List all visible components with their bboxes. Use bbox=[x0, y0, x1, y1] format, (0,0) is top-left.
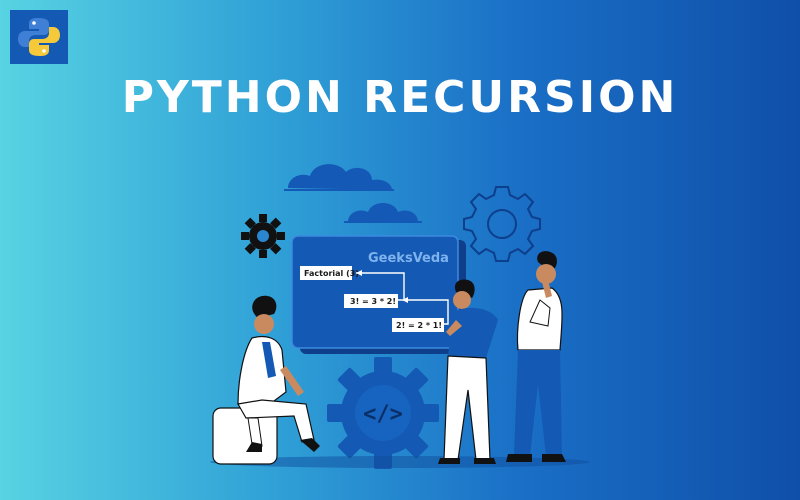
python-logo-icon bbox=[10, 10, 68, 64]
step-label: 3! = 3 * 2! bbox=[350, 297, 396, 306]
step-box bbox=[344, 294, 398, 308]
step-box bbox=[392, 318, 444, 332]
ground-shadow bbox=[210, 456, 590, 468]
person-sitting bbox=[237, 295, 320, 452]
watermark: GeeksVeda bbox=[368, 251, 449, 266]
arrow-head bbox=[356, 270, 362, 276]
gear-icon bbox=[463, 186, 541, 262]
cloud-icon bbox=[284, 164, 394, 191]
step-label: 2! = 2 * 1! bbox=[396, 321, 442, 330]
person-thinking bbox=[506, 251, 566, 462]
gear-icon bbox=[241, 214, 285, 258]
cloud-icon bbox=[344, 203, 422, 223]
step-label: Factorial (3) bbox=[304, 269, 359, 278]
code-icon: </> bbox=[327, 357, 439, 469]
person-pointing bbox=[438, 279, 498, 464]
code-symbol: </> bbox=[363, 402, 403, 427]
page-title: PYTHON RECURSION bbox=[121, 72, 679, 123]
arrow-head bbox=[402, 297, 408, 303]
return-arrow bbox=[356, 272, 449, 325]
step-box bbox=[300, 266, 352, 280]
